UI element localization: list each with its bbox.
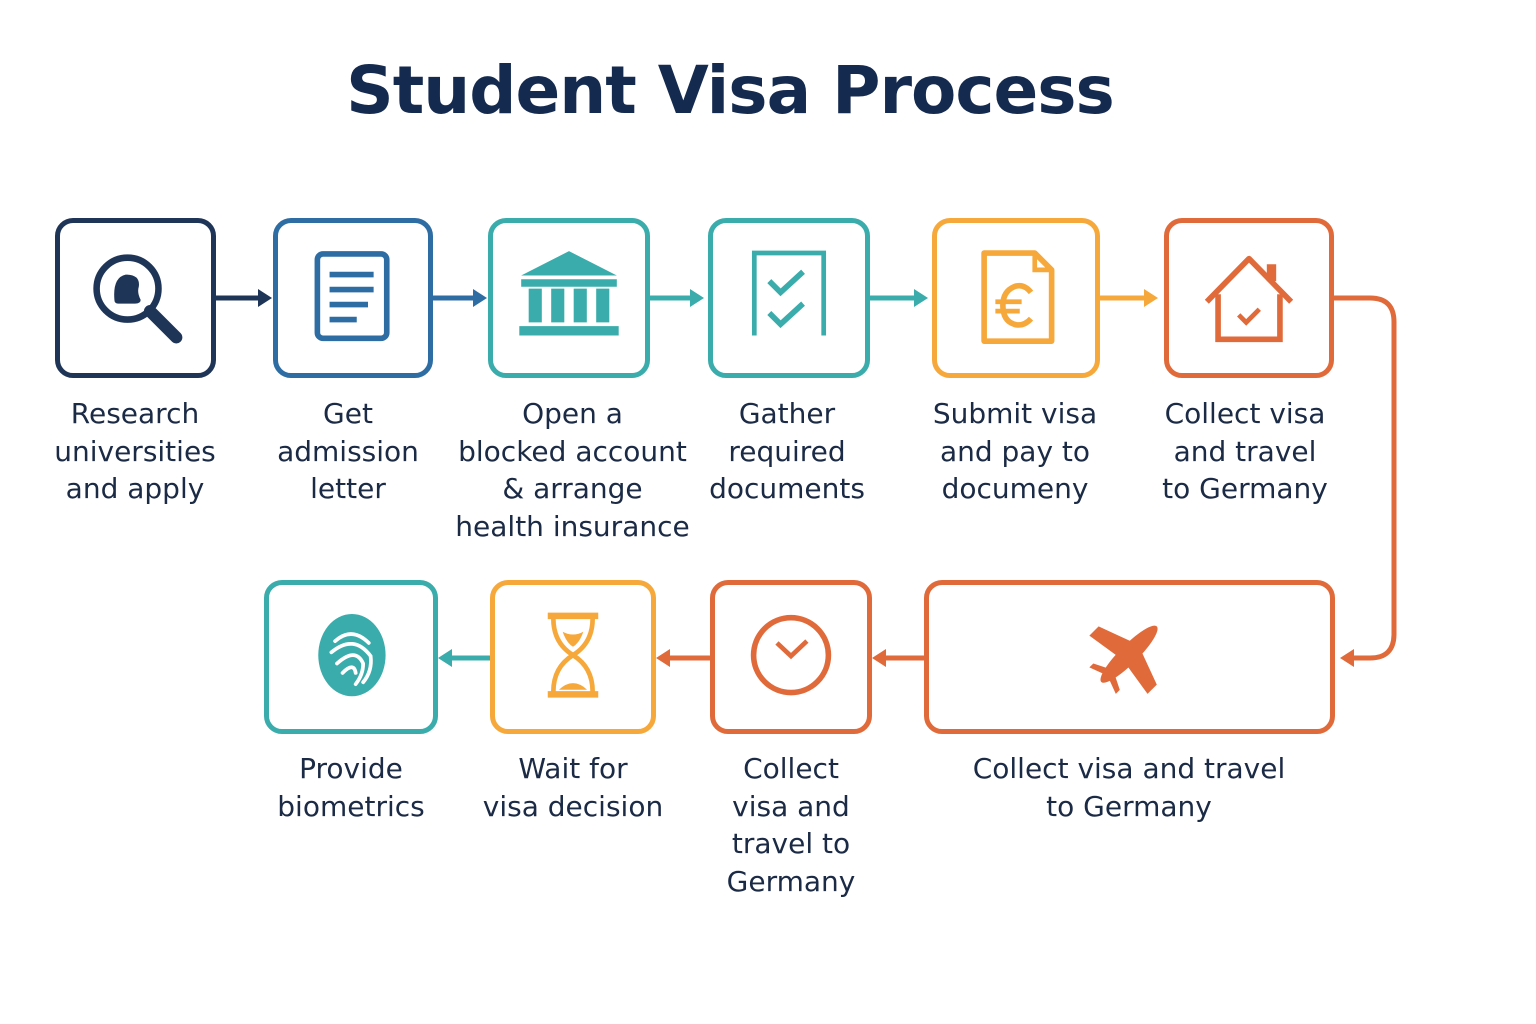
arrow-6-7 (1334, 295, 1397, 667)
hourglass-icon (547, 612, 599, 698)
step-box-documents (708, 218, 870, 378)
step-box-research (55, 218, 216, 378)
arrow-4-5 (870, 289, 928, 307)
clock-icon (750, 614, 832, 696)
step-box-submit (932, 218, 1100, 378)
step-label-documents: Gather required documents (709, 397, 865, 505)
step-box-biometrics (264, 580, 438, 734)
step-box-admission (273, 218, 433, 378)
arrow-5-6 (1100, 289, 1158, 307)
step-label-wait: Wait for visa decision (482, 752, 664, 823)
step-label-admission: Get admission letter (277, 397, 419, 505)
document-icon (314, 251, 390, 342)
bank-icon (519, 251, 619, 336)
magnifier-icon (93, 254, 183, 344)
arrow-3-4 (650, 289, 704, 307)
airplane-icon (1089, 625, 1158, 694)
step-label-research: Research universities and apply (54, 397, 216, 505)
step-label-blocked-account: Open a blocked account & arrange health … (455, 397, 690, 543)
step-box-collect-top (1164, 218, 1334, 378)
step-label-collect-top: Collect visa and travel to Germany (1162, 397, 1328, 505)
page-title: Student Visa Process (346, 52, 1115, 129)
house-check-icon (1204, 255, 1294, 343)
step-label-travel: Collect visa and travel to Germany (972, 752, 1286, 823)
arrow-1-2 (216, 289, 272, 307)
arrow-7-8 (872, 649, 924, 667)
step-box-blocked-account (488, 218, 650, 378)
euro-document-icon (981, 250, 1055, 344)
checklist-icon (751, 250, 827, 336)
step-label-biometrics: Provide biometrics (277, 752, 425, 823)
arrow-2-3 (433, 289, 487, 307)
step-label-submit: Submit visa and pay to documeny (932, 397, 1098, 505)
step-box-collect-bottom (710, 580, 872, 734)
step-box-travel (924, 580, 1335, 734)
arrow-9-10 (438, 649, 490, 667)
step-box-wait (490, 580, 656, 734)
step-label-collect-bottom: Collect visa and travel to Germany (726, 752, 856, 898)
arrow-8-9 (656, 649, 710, 667)
fingerprint-icon (318, 613, 386, 697)
